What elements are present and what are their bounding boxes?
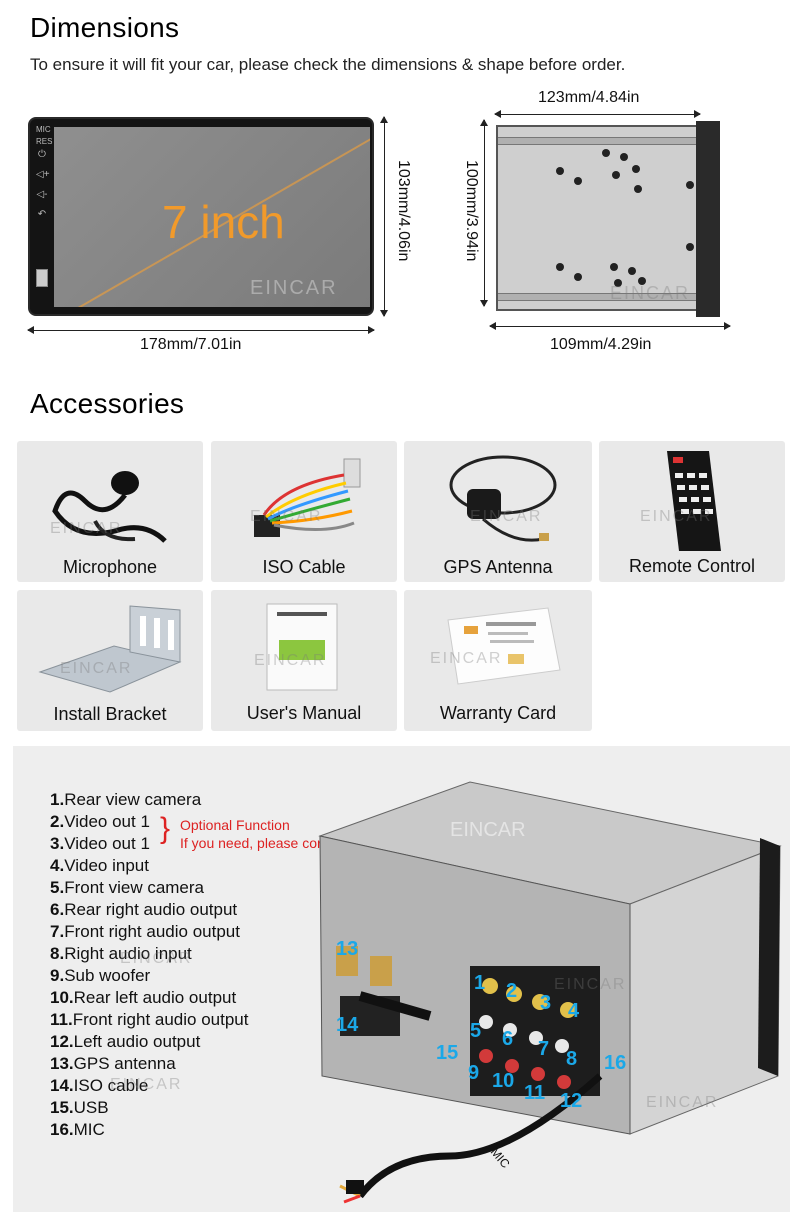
connection-item: 11.Front right audio output bbox=[50, 1010, 249, 1029]
watermark: EINCAR bbox=[250, 277, 338, 299]
connection-item: 5.Front view camera bbox=[50, 878, 205, 897]
connector-tag: 3 bbox=[540, 992, 552, 1014]
connection-item: 2.Video out 1 bbox=[50, 812, 150, 831]
accessory-label: GPS Antenna bbox=[443, 557, 553, 577]
install-bracket-icon bbox=[38, 605, 182, 693]
connection-item: 16.MIC bbox=[50, 1120, 105, 1139]
iso-cable-icon bbox=[254, 458, 361, 537]
connector-tag: 14 bbox=[336, 1014, 359, 1036]
connection-item: 6.Rear right audio output bbox=[50, 900, 238, 919]
accessory-card-gps-antenna: GPS Antenna bbox=[404, 441, 592, 582]
connection-item: 1.Rear view camera bbox=[50, 790, 202, 809]
usb-port-icon bbox=[36, 269, 48, 287]
connection-item: 12.Left audio output bbox=[50, 1032, 201, 1051]
connection-item: 3.Video out 1 bbox=[50, 834, 150, 853]
watermark: EINCAR bbox=[250, 508, 323, 525]
unit-rear-view: MIC EINCAR bbox=[318, 781, 782, 1204]
connector-tag: 5 bbox=[470, 1020, 482, 1042]
accessories-title: Accessories bbox=[30, 388, 185, 419]
side-height-label: 100mm/3.94in bbox=[463, 160, 480, 262]
connection-item: 13.GPS antenna bbox=[50, 1054, 176, 1073]
watermark-side: EINCAR bbox=[610, 283, 691, 303]
side-bottom-width-label: 109mm/4.29in bbox=[550, 336, 652, 353]
connector-tag: 8 bbox=[566, 1048, 578, 1070]
accessory-card-users-manual: User's Manual bbox=[211, 590, 397, 731]
remote-control-icon bbox=[667, 451, 721, 551]
radio-screen: 7 inch EINCAR bbox=[54, 127, 370, 307]
chassis-side-view: EINCAR bbox=[496, 121, 720, 317]
power-icon: ⏻ bbox=[38, 149, 46, 160]
watermark: EINCAR bbox=[110, 1076, 183, 1093]
gps-antenna-icon bbox=[449, 455, 557, 542]
accessory-label: Remote Control bbox=[628, 556, 756, 576]
reset-label-icon: RES bbox=[36, 137, 53, 146]
users-manual-icon bbox=[266, 603, 338, 691]
connection-item: 15.USB bbox=[50, 1098, 109, 1117]
accessory-label: ISO Cable bbox=[262, 557, 346, 577]
connector-tag: 11 bbox=[524, 1082, 546, 1104]
watermark: EINCAR bbox=[646, 1094, 719, 1111]
connector-tag: 15 bbox=[436, 1042, 459, 1064]
dimensions-title: Dimensions bbox=[30, 12, 180, 43]
watermark: EINCAR bbox=[640, 508, 713, 525]
watermark: EINCAR bbox=[60, 660, 133, 677]
watermark: EINCAR bbox=[254, 652, 327, 669]
side-height-arrow bbox=[480, 119, 488, 307]
accessory-card-install-bracket: Install Bracket bbox=[17, 590, 203, 731]
back-icon: ↶ bbox=[37, 209, 47, 220]
connector-tag: 13 bbox=[336, 938, 359, 960]
connector-tag: 7 bbox=[538, 1038, 550, 1060]
connector-tag: 6 bbox=[502, 1028, 514, 1050]
side-top-arrow bbox=[494, 110, 701, 118]
accessory-card-microphone: Microphone bbox=[17, 441, 203, 582]
connection-list: 1.Rear view camera 2.Video out 1 3.Video… bbox=[50, 789, 248, 1141]
connector-tag: 4 bbox=[568, 1000, 580, 1022]
accessory-label: Microphone bbox=[62, 557, 158, 577]
watermark: EINCAR bbox=[470, 508, 543, 525]
watermark: EINCAR bbox=[554, 976, 627, 993]
connector-tag: 10 bbox=[492, 1070, 515, 1092]
front-height-label: 103mm/4.06in bbox=[395, 160, 412, 262]
connector-tag: 16 bbox=[604, 1052, 627, 1074]
watermark: EINCAR bbox=[120, 950, 193, 967]
side-bottom-arrow bbox=[489, 322, 731, 330]
watermark: EINCAR bbox=[50, 520, 123, 537]
connector-tag: 2 bbox=[506, 980, 518, 1002]
volume-down-icon: ◁- bbox=[36, 189, 48, 200]
accessory-label: Install Bracket bbox=[53, 704, 167, 724]
connection-item: 10.Rear left audio output bbox=[50, 988, 237, 1007]
mic-label-icon: MIC bbox=[36, 125, 51, 134]
screen-size-text: 7 inch bbox=[162, 196, 285, 248]
volume-up-icon: ◁+ bbox=[36, 169, 50, 180]
front-width-label: 178mm/7.01in bbox=[140, 336, 242, 353]
accessory-card-iso-cable: ISO Cable bbox=[211, 441, 397, 582]
side-top-width-label: 123mm/4.84in bbox=[538, 89, 640, 106]
watermark-rear: EINCAR bbox=[450, 819, 526, 841]
accessory-label: Warranty Card bbox=[439, 703, 557, 723]
connection-item: 4.Video input bbox=[50, 856, 149, 875]
dimensions-subtitle: To ensure it will fit your car, please c… bbox=[30, 55, 626, 74]
connection-item: 14.ISO cable bbox=[50, 1076, 149, 1095]
connection-item: 8.Right audio input bbox=[50, 944, 192, 963]
connector-tag: 1 bbox=[474, 972, 486, 994]
optional-brace-icon: } bbox=[160, 812, 171, 845]
connection-item: 7.Front right audio output bbox=[50, 922, 240, 941]
radio-front-view: MIC RES ⏻ ◁+ ◁- ↶ 7 inch EINCAR bbox=[28, 117, 374, 316]
front-height-arrow bbox=[380, 116, 388, 317]
connector-tag: 12 bbox=[560, 1090, 583, 1112]
watermark: EINCAR bbox=[430, 650, 503, 667]
accessory-card-warranty-card: Warranty Card bbox=[404, 590, 592, 731]
accessory-card-remote-control: Remote Control bbox=[599, 441, 785, 582]
front-width-arrow bbox=[27, 326, 375, 334]
connection-item: 9.Sub woofer bbox=[50, 966, 151, 985]
microphone-icon bbox=[52, 471, 167, 543]
warranty-card-icon bbox=[447, 607, 561, 685]
connector-tag: 9 bbox=[468, 1062, 480, 1084]
accessory-label: User's Manual bbox=[246, 703, 362, 723]
